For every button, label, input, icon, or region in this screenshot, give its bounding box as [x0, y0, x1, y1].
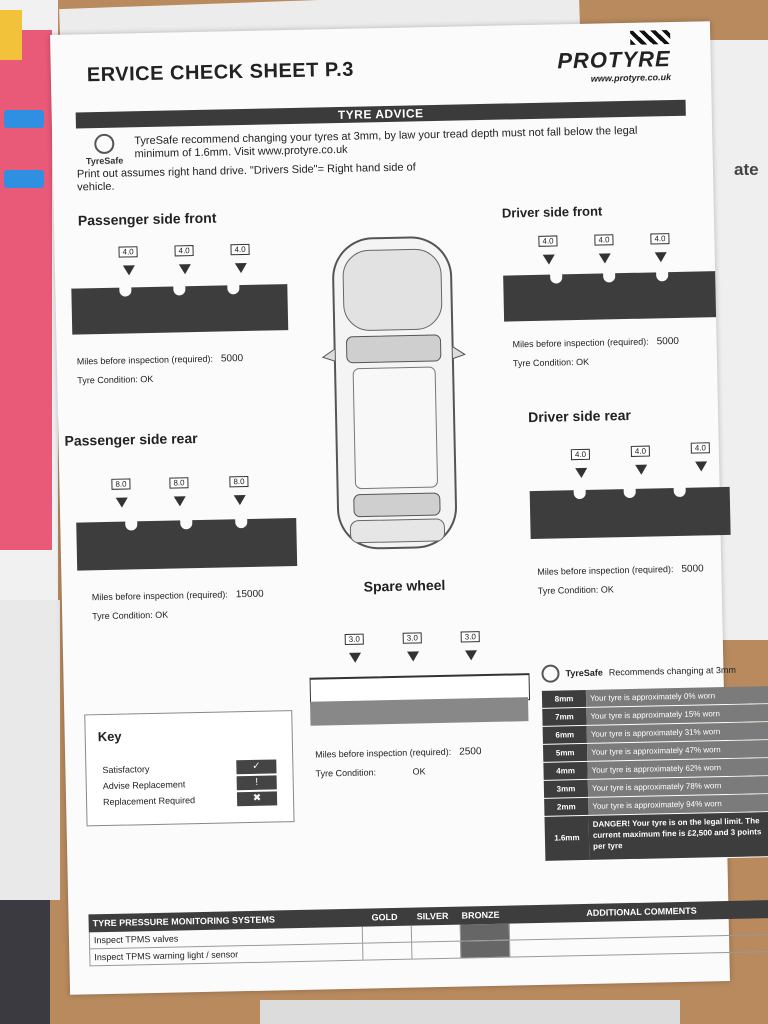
car-top-view-diagram	[321, 236, 466, 550]
driver-front-title: Driver side front	[501, 203, 603, 221]
driver-rear-title: Driver side rear	[527, 406, 632, 426]
passenger-front-title: Passenger side front	[77, 209, 217, 229]
tread-table-header: TyreSafe Recommends changing at 3mm	[541, 660, 768, 683]
background-text: ate	[734, 160, 759, 179]
warning-icon: !	[236, 775, 277, 791]
tread-groove	[573, 488, 586, 500]
service-check-sheet: ERVICE CHECK SHEET P.3 PROTYRE www.proty…	[50, 21, 768, 995]
spare-wheel-title: Spare wheel	[363, 576, 446, 595]
tread-groove	[119, 286, 132, 297]
tread-groove	[180, 519, 193, 530]
tread-groove	[623, 487, 636, 499]
tread-groove	[656, 271, 669, 282]
tread-groove	[125, 520, 138, 531]
leaflet-chip	[4, 170, 44, 188]
depth-label: 3.0	[402, 627, 423, 662]
depth-label: 4.0	[594, 229, 614, 264]
passenger-rear-info: Miles before inspection (required):15000…	[91, 588, 264, 622]
depth-label: 3.0	[344, 629, 365, 663]
depth-label: 4.0	[690, 437, 711, 472]
passenger-rear-title: Passenger side rear	[64, 430, 198, 449]
background-yellow-card	[0, 10, 22, 60]
tyresafe-logo: TyreSafe	[76, 133, 133, 166]
tpms-table: TYRE PRESSURE MONITORING SYSTEMS GOLD SI…	[88, 899, 768, 967]
tread-groove	[235, 517, 248, 529]
tyre-advice-bar: TYRE ADVICE	[75, 99, 686, 129]
tread-groove	[173, 285, 186, 296]
tread-diagram	[529, 486, 731, 540]
depth-label: 4.0	[538, 230, 558, 265]
depth-label: 8.0	[111, 473, 131, 508]
key-row-satisfactory: Satisfactory	[102, 764, 150, 776]
depth-label: 4.0	[230, 239, 250, 274]
tread-diagram	[76, 517, 298, 571]
depth-label: 4.0	[570, 444, 591, 479]
tread-groove	[550, 273, 563, 284]
drive-note: Print out assumes right hand drive. "Dri…	[76, 161, 416, 194]
tyre-icon	[541, 664, 560, 683]
background-paper-bottom	[260, 1000, 680, 1024]
depth-label: 4.0	[630, 441, 651, 475]
depth-label: 8.0	[229, 471, 249, 506]
legend-key: Key Satisfactory ✓ Advise Replacement ! …	[84, 710, 295, 827]
tread-groove	[603, 272, 616, 283]
depth-label: 8.0	[169, 472, 189, 507]
key-title: Key	[97, 728, 122, 745]
cross-icon: ✖	[236, 791, 278, 807]
spare-info: Miles before inspection (required):2500 …	[315, 746, 482, 779]
depth-label: 4.0	[650, 228, 670, 263]
background-pink-leaflet	[0, 30, 52, 550]
tread-groove	[673, 486, 686, 498]
background-paper-bottom-left	[0, 600, 60, 900]
leaflet-chip	[4, 110, 44, 128]
logo-brand: PROTYRE	[557, 46, 671, 74]
tyresafe-label: TyreSafe	[85, 155, 124, 167]
protyre-logo: PROTYRE www.protyre.co.uk	[557, 30, 671, 84]
depth-label: 4.0	[118, 241, 138, 276]
tread-diagram	[503, 271, 717, 322]
driver-rear-info: Miles before inspection (required):5000 …	[537, 563, 704, 596]
intro-text: TyreSafe recommend changing your tyres a…	[134, 124, 638, 161]
checkered-flag-icon	[630, 30, 671, 45]
tyre-icon	[94, 133, 115, 155]
key-row-replace: Replacement Required	[102, 795, 196, 808]
driver-front-info: Miles before inspection (required):5000 …	[512, 335, 680, 369]
check-icon: ✓	[236, 759, 277, 775]
tread-diagram	[71, 284, 289, 335]
background-dark-object	[0, 900, 50, 1024]
depth-label: 3.0	[460, 626, 480, 661]
passenger-front-info: Miles before inspection (required):5000 …	[76, 353, 244, 386]
key-row-advise: Advise Replacement	[102, 779, 186, 792]
spare-tread-base	[310, 697, 529, 726]
page-title: ERVICE CHECK SHEET P.3	[86, 58, 355, 87]
depth-label: 4.0	[174, 240, 194, 275]
tread-groove	[227, 284, 240, 295]
